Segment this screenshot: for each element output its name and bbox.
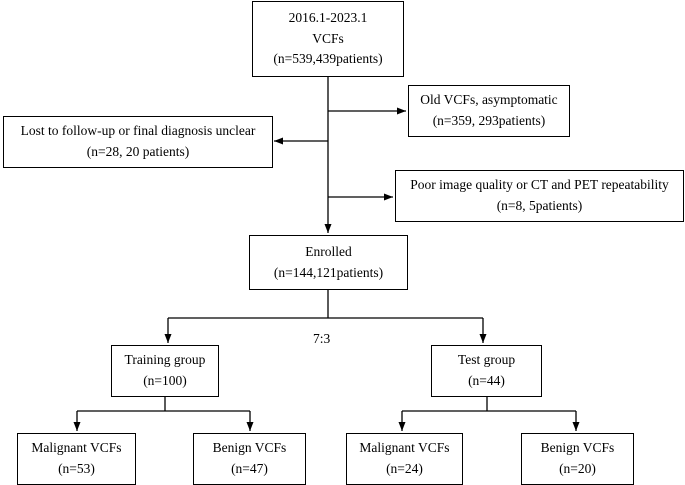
old-vcfs-box: Old VCFs, asymptomatic (n=359, 293patien…	[408, 85, 570, 137]
lost-box: Lost to follow-up or final diagnosis unc…	[3, 116, 273, 168]
train-benign-count: (n=47)	[231, 461, 268, 476]
source-period: 2016.1-2023.1	[288, 9, 368, 25]
test-benign-box: Benign VCFs (n=20)	[521, 433, 634, 485]
source-label: VCFs	[312, 30, 344, 46]
poor-quality-count: (n=8, 5patients)	[496, 198, 583, 213]
enrolled-box: Enrolled (n=144,121patients)	[249, 235, 408, 290]
train-malignant-label: Malignant VCFs	[31, 440, 122, 456]
lost-count: (n=28, 20 patients)	[86, 144, 190, 159]
train-malignant-box: Malignant VCFs (n=53)	[17, 433, 136, 485]
train-benign-label: Benign VCFs	[212, 440, 287, 456]
old-vcfs-count: (n=359, 293patients)	[432, 113, 546, 128]
poor-quality-box: Poor image quality or CT and PET repeata…	[395, 170, 684, 222]
test-group-label: Test group	[457, 352, 516, 368]
test-group-count: (n=44)	[468, 373, 505, 388]
test-group-box: Test group (n=44)	[431, 345, 542, 397]
poor-quality-label: Poor image quality or CT and PET repeata…	[410, 177, 669, 193]
training-group-count: (n=100)	[143, 373, 187, 388]
test-malignant-box: Malignant VCFs (n=24)	[346, 433, 463, 485]
source-count: (n=539,439patients)	[273, 51, 383, 67]
old-vcfs-label: Old VCFs, asymptomatic	[420, 92, 558, 108]
enrolled-count: (n=144,121patients)	[273, 264, 384, 280]
split-ratio-label: 7:3	[313, 331, 331, 346]
test-malignant-count: (n=24)	[386, 461, 423, 476]
training-group-label: Training group	[124, 352, 206, 368]
train-malignant-count: (n=53)	[58, 461, 95, 476]
train-benign-box: Benign VCFs (n=47)	[193, 433, 306, 485]
lost-label: Lost to follow-up or final diagnosis unc…	[20, 123, 256, 139]
test-benign-label: Benign VCFs	[540, 440, 615, 456]
training-group-box: Training group (n=100)	[111, 345, 219, 397]
enrolled-label: Enrolled	[305, 243, 352, 259]
test-malignant-label: Malignant VCFs	[359, 440, 450, 456]
source-box: 2016.1-2023.1 VCFs (n=539,439patients)	[252, 1, 404, 77]
test-benign-count: (n=20)	[559, 461, 596, 476]
